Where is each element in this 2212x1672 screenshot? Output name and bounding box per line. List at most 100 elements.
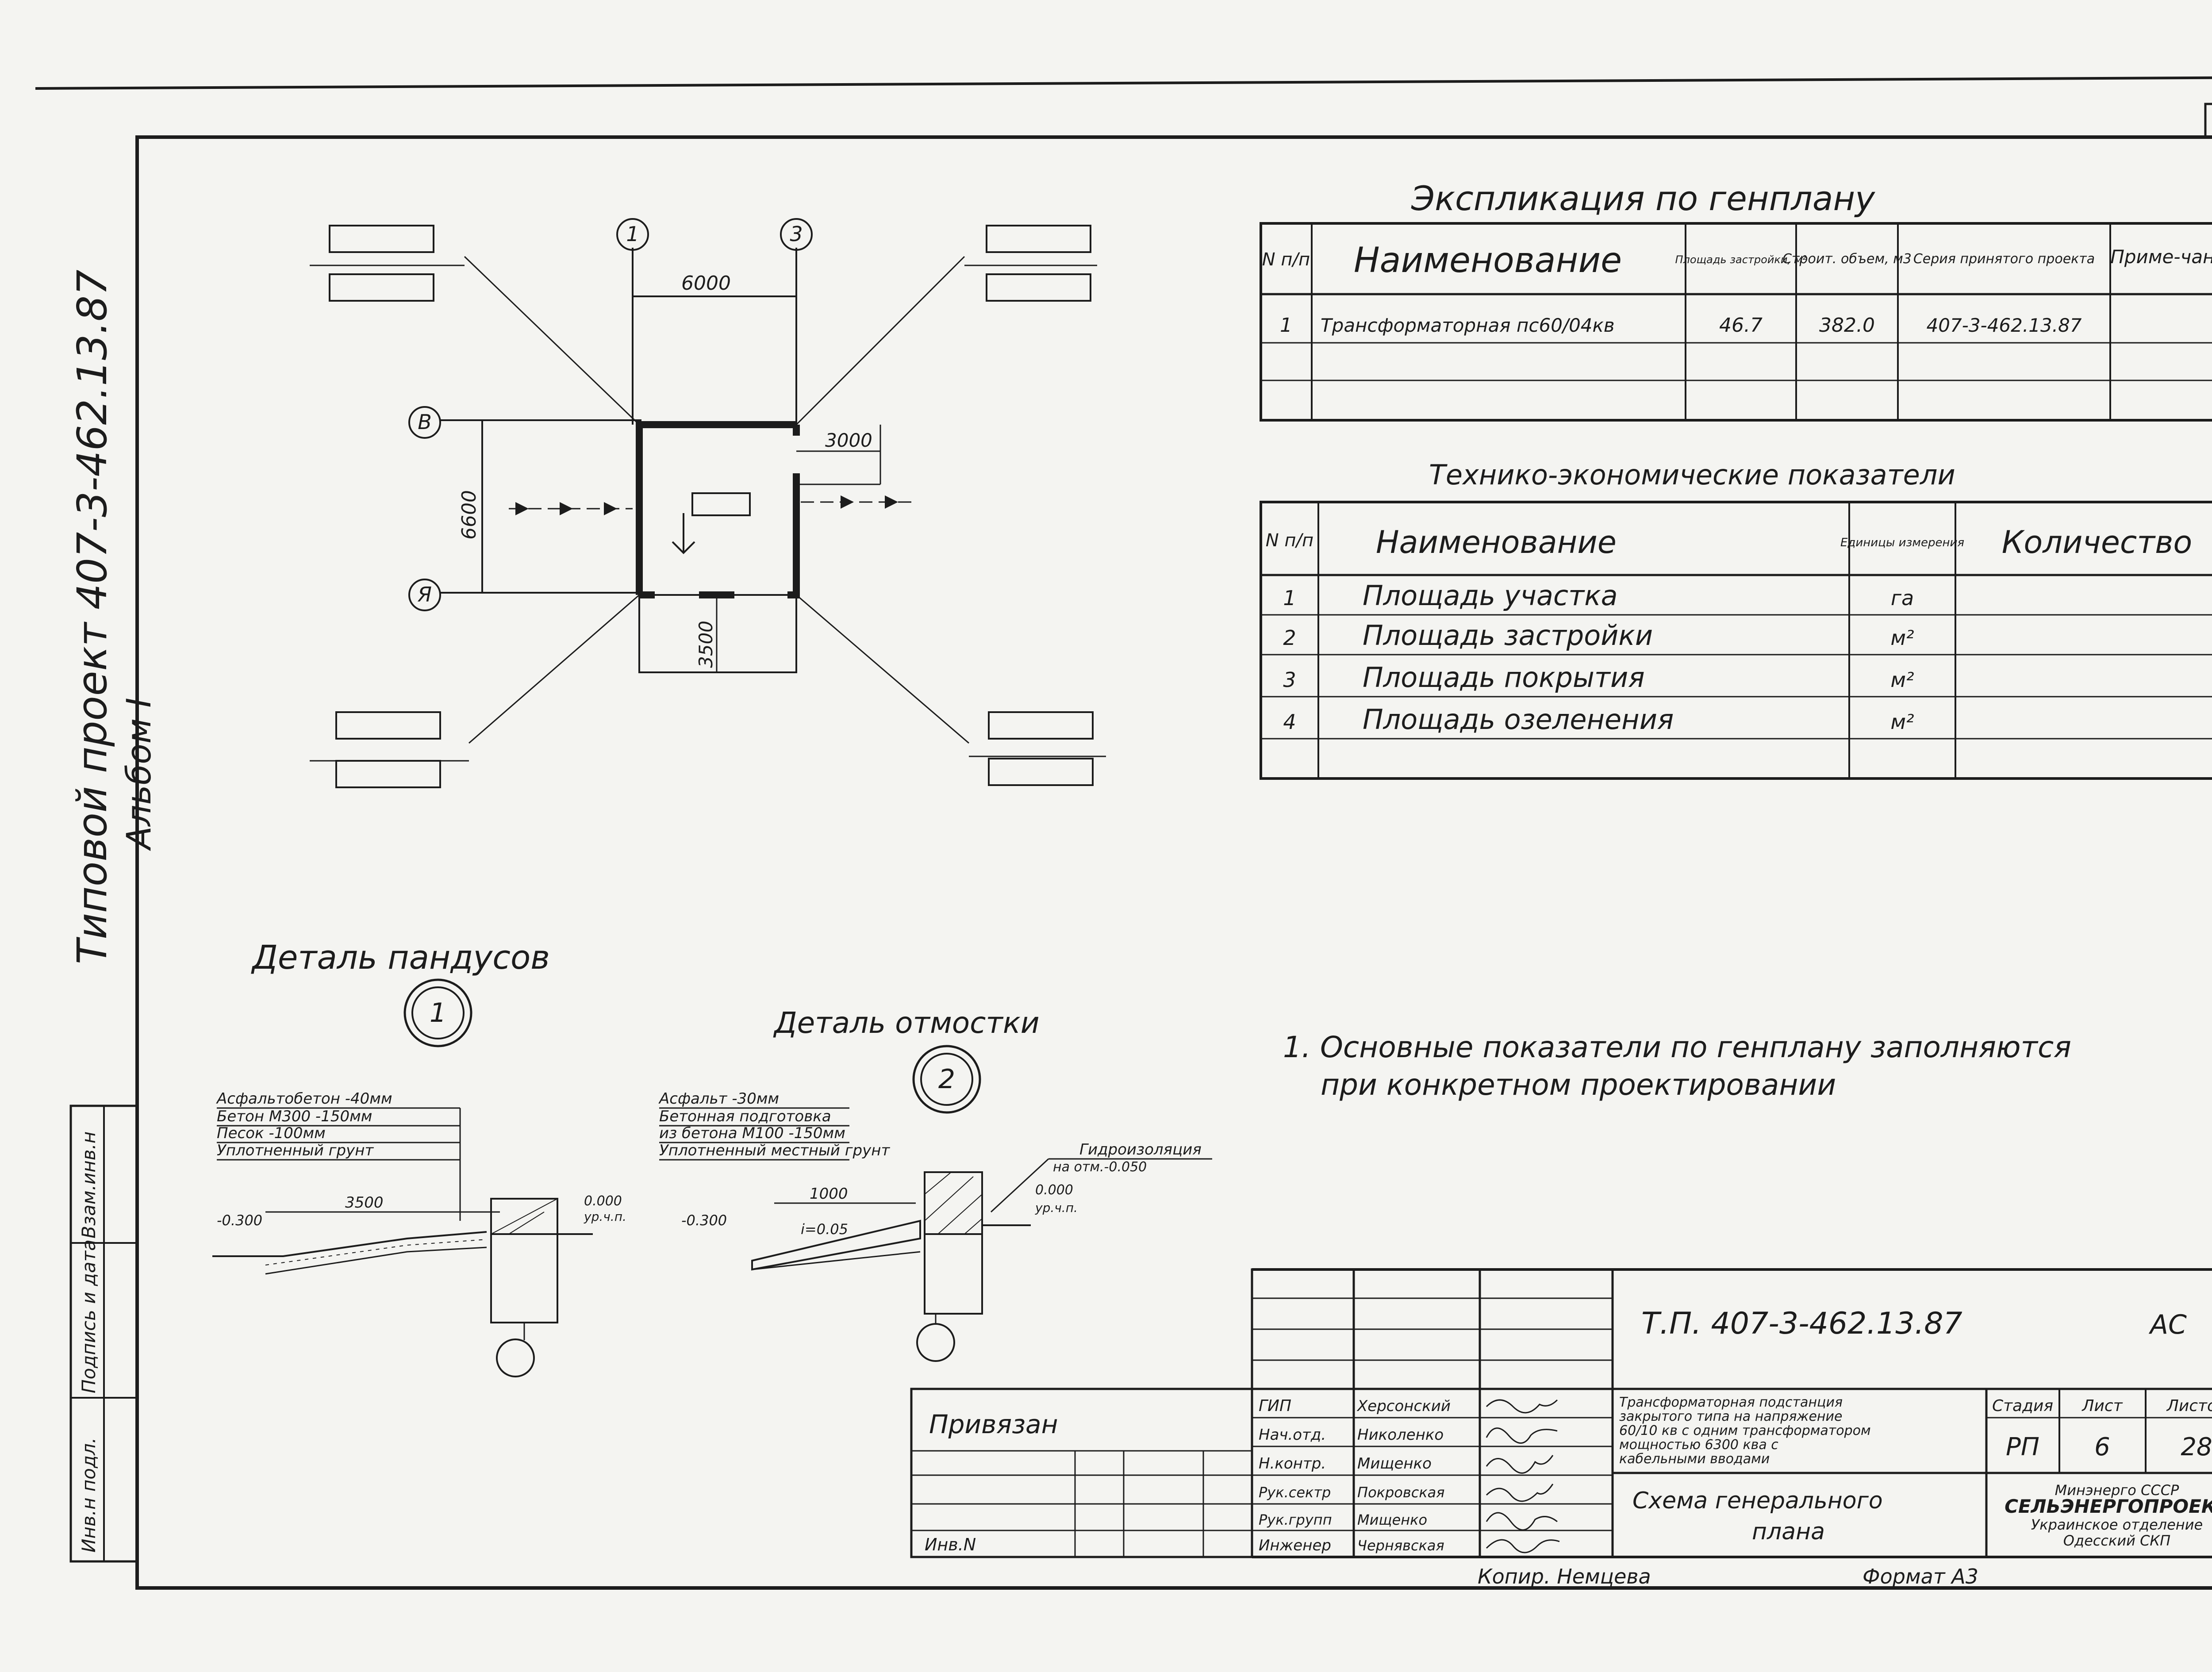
side-stamp-sign: Подпись и дата <box>78 1239 100 1393</box>
detail2-title: Деталь отмостки <box>773 1006 1040 1040</box>
side-project-title: Типовой проект 407-3-462.13.87 <box>69 269 116 964</box>
side-stamp: Инв.н подл. Подпись и дата Взам.инв.н <box>69 1104 138 1563</box>
axis-bubble-v <box>408 406 441 439</box>
indicators-row2-num: 2 <box>1283 626 1296 650</box>
sheets-value: 28 <box>2181 1433 2212 1461</box>
plan-block-tr2 <box>986 273 1091 302</box>
sheet-value: 6 <box>2094 1433 2110 1461</box>
inv-label: Инв.N <box>925 1535 976 1554</box>
explication-header-num: N п/п <box>1262 249 1310 270</box>
explication-header-series: Серия принятого проекта <box>1913 251 2095 267</box>
signatures <box>1486 1399 1560 1553</box>
detail2-marker-circle <box>916 1323 955 1362</box>
axis-label-ya: Я <box>417 583 432 606</box>
indicators-header-qty: Количество <box>2002 524 2193 560</box>
sheets-header: Листов <box>2166 1397 2212 1415</box>
indicators-row2-name: Площадь застройки <box>1363 619 1653 652</box>
stage-header: Стадия <box>1992 1397 2053 1415</box>
axis-bubble-ya <box>408 579 441 611</box>
role-5: Рук.групп <box>1259 1511 1332 1528</box>
detail2-foundation <box>924 1233 983 1315</box>
sheet-number-box <box>2204 103 2212 138</box>
description-3: 60/10 кв с одним трансформатором <box>1619 1423 1871 1438</box>
detail2-wall <box>924 1171 983 1235</box>
indicators-row3-name: Площадь покрытия <box>1363 661 1645 694</box>
explication-cell-area: 46.7 <box>1719 314 1763 337</box>
detail1-level-low: -0.300 <box>217 1212 262 1229</box>
explication-cell-name: Трансформаторная пс60/04кв <box>1321 314 1615 336</box>
detail2-number: 2 <box>938 1064 955 1095</box>
explication-header-name: Наименование <box>1354 241 1622 280</box>
indicators-row4-name: Площадь озеленения <box>1363 703 1674 736</box>
binding-block <box>910 1388 1253 1558</box>
detail1-foundation <box>490 1233 558 1323</box>
side-stamp-replace: Взам.инв.н <box>78 1131 100 1239</box>
plan-block-tl1 <box>329 225 434 253</box>
explication-cell-volume: 382.0 <box>1819 314 1875 337</box>
site-plan: 1 3 В Я 6000 6600 3000 3500 <box>310 218 1106 788</box>
top-edge-line <box>35 76 2212 90</box>
detail1-title: Деталь пандусов <box>251 939 550 977</box>
description-1: Трансформаторная подстанция <box>1619 1395 1843 1410</box>
detail1-level-pl: ур.ч.п. <box>584 1209 626 1224</box>
sheet-header: Лист <box>2081 1397 2123 1415</box>
detail2-level-pl: ур.ч.п. <box>1035 1200 1078 1215</box>
indicators-row3-unit: м² <box>1890 668 1914 692</box>
side-stamp-inv: Инв.н подл. <box>78 1438 100 1553</box>
detail-ramp: Деталь пандусов 1 Асфальтобетон -40мм Бе… <box>212 939 626 1377</box>
drawing-title-2: плана <box>1752 1519 1825 1545</box>
copied-by: Копир. Немцева <box>1478 1565 1651 1588</box>
detail2-layer-2: Бетонная подготовка <box>659 1108 831 1125</box>
role-2: Нач.отд. <box>1259 1426 1326 1444</box>
org-office: Одесский СКП <box>2063 1532 2170 1549</box>
detail2-level-low: -0.300 <box>681 1212 727 1229</box>
role-3: Н.контр. <box>1259 1455 1326 1473</box>
ramp-area <box>638 594 797 673</box>
indicators-row4-unit: м² <box>1890 710 1914 734</box>
org-branch: Украинское отделение <box>2031 1516 2203 1533</box>
plan-block-tr1 <box>986 225 1091 253</box>
detail1-layer-1: Асфальтобетон -40мм <box>216 1090 392 1108</box>
note-line-2: при конкретном проектировании <box>1321 1068 1836 1102</box>
detail-blind-area: Деталь отмостки 2 Асфальт -30мм Бетонная… <box>658 1006 1212 1362</box>
explication-header-volume: Строит. объем, м3 <box>1782 251 1912 267</box>
detail1-layer-3: Песок -100мм <box>217 1124 326 1142</box>
project-code: Т.П. 407-3-462.13.87 <box>1641 1306 1962 1341</box>
detail2-layer-3: из бетона М100 -150мм <box>659 1124 845 1142</box>
axis-label-v: В <box>418 410 432 434</box>
title-block: Привязан Инв.N Т.П. 407-3-462.13.87 АС Г… <box>910 1268 2212 1588</box>
name-3: Мищенко <box>1357 1455 1432 1473</box>
explication-header-area: Площадь застройки, м² <box>1675 253 1807 266</box>
dim-3000: 3000 <box>825 430 872 451</box>
detail2-hydro-2: на отм.-0.050 <box>1053 1159 1147 1175</box>
indicators-header-num: N п/п <box>1266 530 1313 551</box>
detail2-hydro-1: Гидроизоляция <box>1079 1141 1202 1158</box>
indicators-row1-num: 1 <box>1283 586 1296 610</box>
explication-title: Экспликация по генплану <box>1411 179 1875 218</box>
axis-bubble-3 <box>780 218 813 251</box>
document-mark: АС <box>2148 1309 2187 1340</box>
name-6: Чернявская <box>1357 1537 1444 1554</box>
role-4: Рук.сектр <box>1259 1484 1331 1501</box>
indicators-row3-num: 3 <box>1283 668 1296 692</box>
indicators-row2-unit: м² <box>1890 626 1914 650</box>
indicators-table: Технико-экономические показатели N п/п Н… <box>1260 459 2212 780</box>
description-5: кабельными вводами <box>1619 1451 1770 1467</box>
plan-block-br2 <box>988 758 1094 786</box>
axis-bubble-1 <box>616 218 649 251</box>
indicators-header-unit: Единицы измерения <box>1840 536 1964 549</box>
plan-block-bl2 <box>335 760 441 788</box>
indicators-row1-name: Площадь участка <box>1363 579 1618 612</box>
description-4: мощностью 6300 ква с <box>1619 1437 1778 1453</box>
detail1-marker-circle <box>496 1338 535 1377</box>
axis-label-3: 3 <box>790 222 803 246</box>
explication-cell-series: 407-3-462.13.87 <box>1927 314 2082 336</box>
drawing-title-1: Схема генерального <box>1632 1488 1883 1514</box>
indicators-row4-num: 4 <box>1283 710 1296 734</box>
name-4: Покровская <box>1357 1484 1445 1501</box>
binding-label: Привязан <box>929 1409 1058 1439</box>
explication-cell-num: 1 <box>1280 314 1292 337</box>
dim-6600: 6600 <box>458 490 480 540</box>
detail2-circle-outer <box>912 1045 981 1114</box>
description-2: закрытого типа на напряжение <box>1619 1409 1842 1424</box>
